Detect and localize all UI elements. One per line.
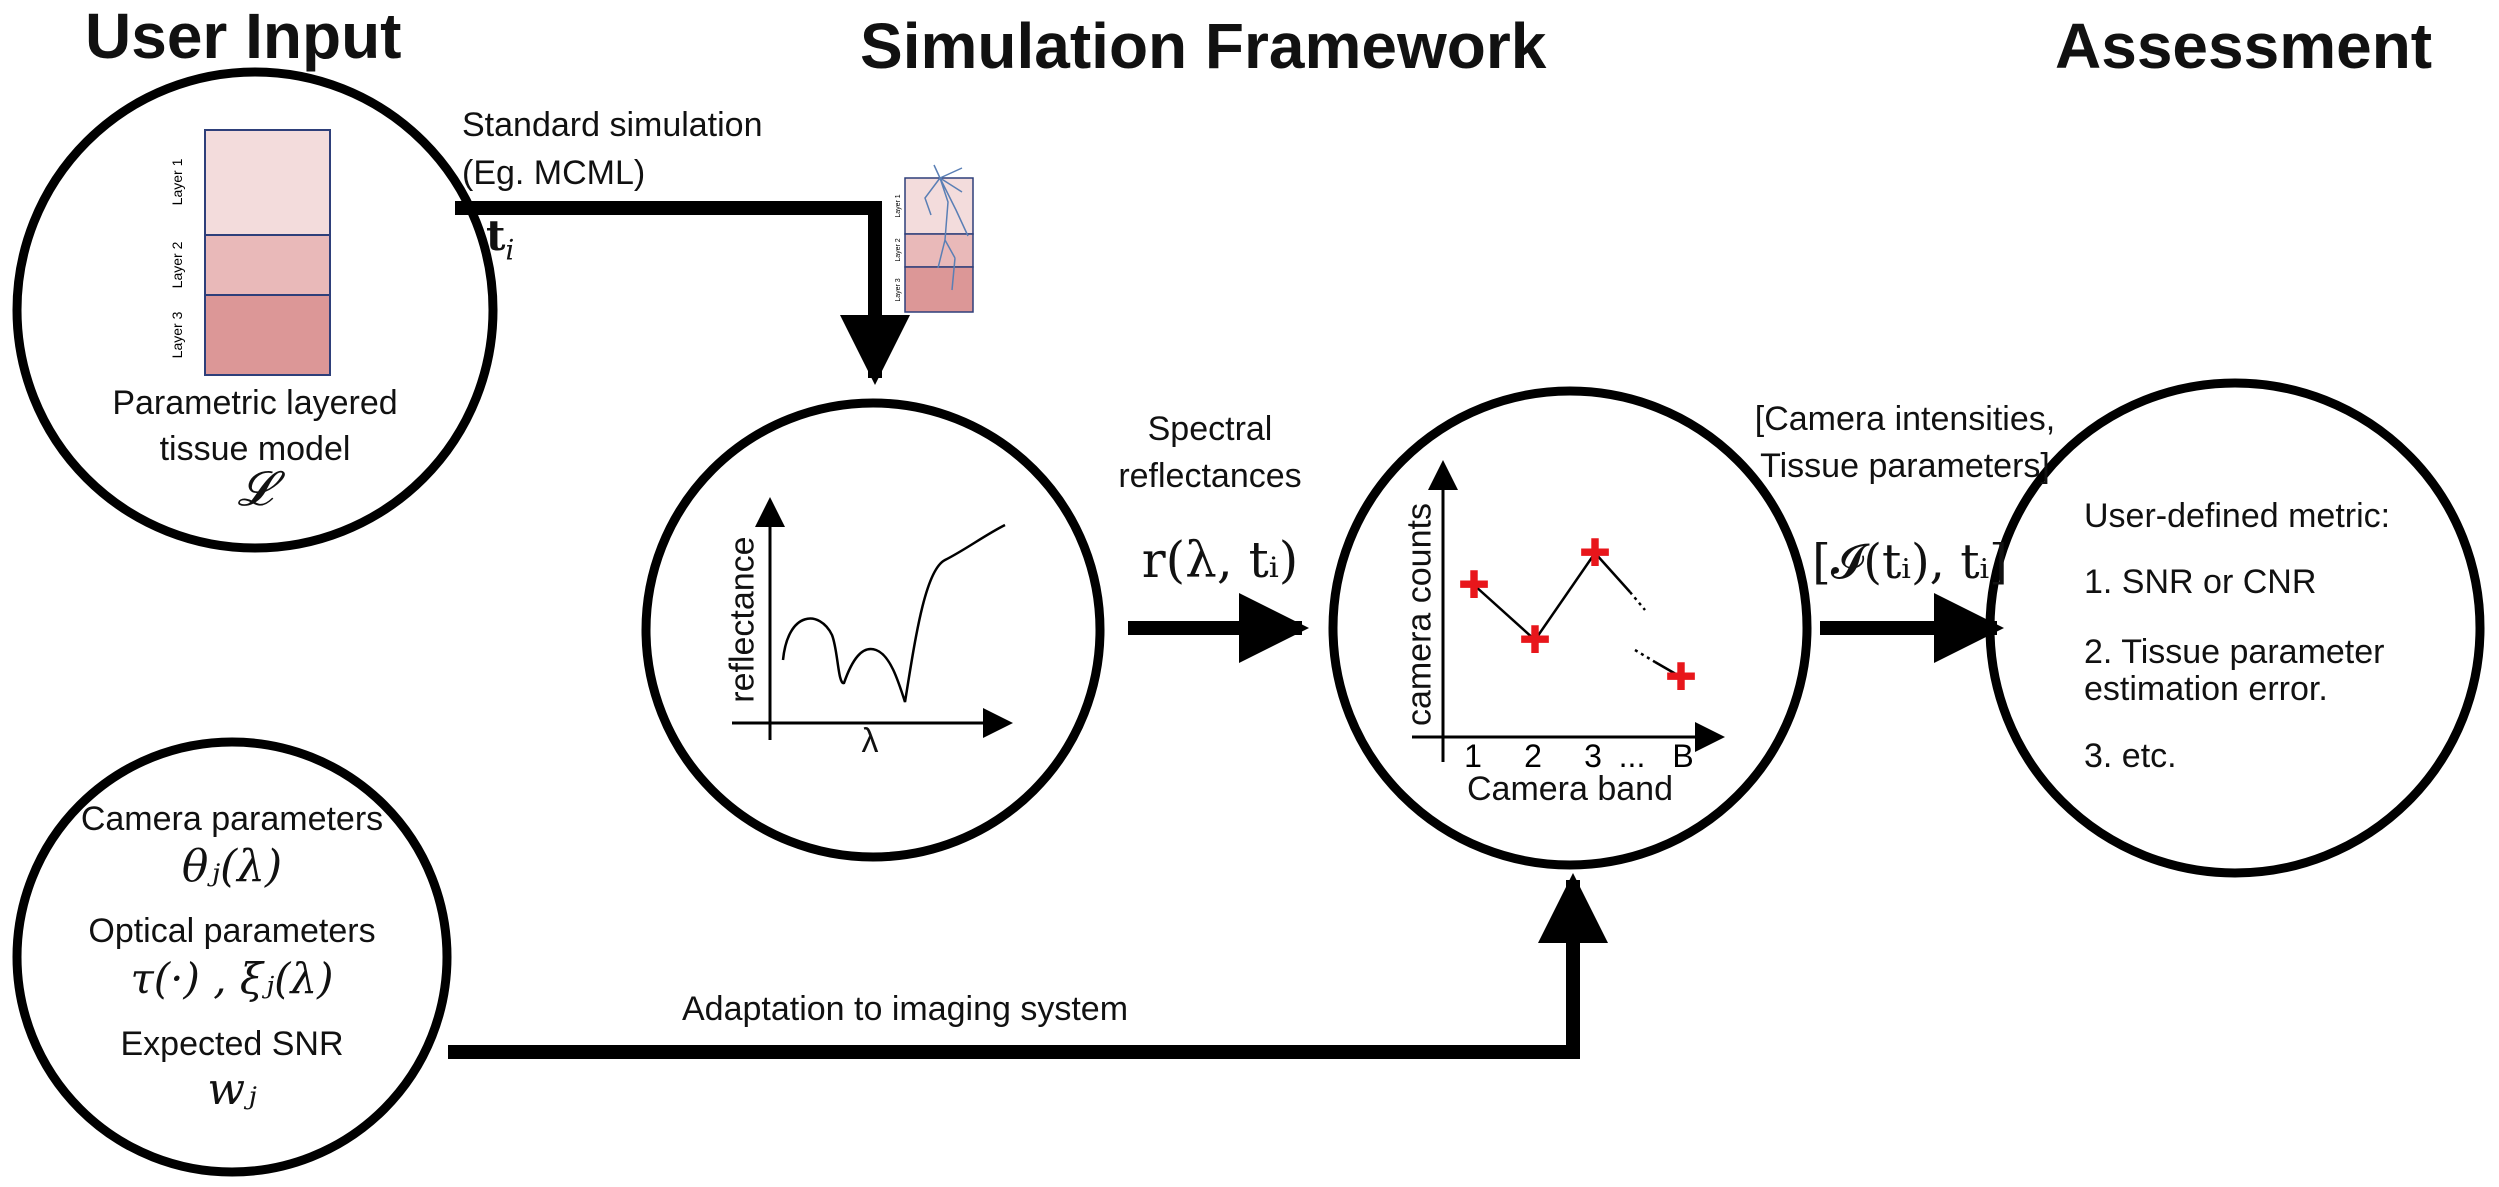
simulation-param-t: t <box>486 211 506 260</box>
adaptation-label: Adaptation to imaging system <box>682 990 1129 1028</box>
snr-symbol: wⱼ <box>207 1064 257 1115</box>
camera-data-point: ✚ <box>1519 618 1551 662</box>
thumb-layer-2: Layer 2 <box>895 238 902 261</box>
header-user-input: User Input <box>85 0 402 72</box>
camera-circle <box>1328 386 1812 870</box>
camera-data-point: ✚ <box>1579 531 1611 575</box>
simulation-param-sub: i <box>505 233 515 267</box>
reflectance-xlabel: λ <box>861 722 879 760</box>
spectral-label-2: reflectances <box>1118 457 1302 495</box>
reflectance-ylabel: reflectance <box>723 536 762 703</box>
tissue-model-label-2: tissue model <box>159 430 351 468</box>
camera-series-segment <box>1473 584 1536 641</box>
snr-label: Expected SNR <box>120 1025 344 1063</box>
layer-3-label: Layer 3 <box>169 311 185 358</box>
adaptation-arrow <box>448 873 1608 1059</box>
assessment-circle <box>1985 378 2485 878</box>
camera-data-point: ✚ <box>1458 563 1490 607</box>
simulation-label-1: Standard simulation <box>462 106 763 144</box>
header-assessment: Assessment <box>2055 10 2433 82</box>
assessment-item-1: 1. SNR or CNR <box>2084 563 2317 601</box>
camera-arrow-formula: [𝓘(tᵢ), tᵢ] <box>1812 534 2008 590</box>
assessment-item-3: estimation error. <box>2084 670 2328 708</box>
assessment-title: User-defined metric: <box>2084 497 2391 535</box>
optical-params-label: Optical parameters <box>88 912 376 950</box>
layer-2-label: Layer 2 <box>169 241 185 288</box>
photon-paths <box>924 164 969 291</box>
simulation-label-2: (Eg. MCML) <box>462 154 646 192</box>
thumb-layer-1: Layer 1 <box>895 194 902 217</box>
camera-arrow-label-1: [Camera intensities, <box>1754 400 2056 438</box>
camera-series-continuation <box>1654 660 1682 679</box>
camera-params-circle <box>12 737 452 1177</box>
assessment-item-2: 2. Tissue parameter <box>2084 633 2385 671</box>
camera-data-point: ✚ <box>1665 655 1697 699</box>
layer-2-rect <box>204 234 331 296</box>
spectral-formula: r(λ, tᵢ) <box>1141 531 1299 589</box>
layer-1-rect <box>204 129 331 236</box>
simulation-arrow <box>455 201 910 385</box>
reflectance-circle <box>641 398 1105 862</box>
camera-tick-label: 3 <box>1584 738 1602 774</box>
layer-1-label: Layer 1 <box>169 158 185 205</box>
camera-series-segment <box>1533 552 1597 641</box>
reflectance-curve <box>781 523 1006 703</box>
camera-tick-label: 2 <box>1524 738 1542 774</box>
camera-params-label: Camera parameters <box>80 800 384 838</box>
camera-tick-label: ... <box>1619 738 1646 774</box>
camera-arrow-label-2: Tissue parameters] <box>1760 447 2050 485</box>
thumb-layer-3: Layer 3 <box>895 278 902 301</box>
camera-series-dots-2 <box>1634 648 1656 664</box>
camera-tick-label: B <box>1672 738 1693 774</box>
mcml-thumbnail: Layer 1 Layer 2 Layer 3 <box>895 164 974 313</box>
simulation-param: ti <box>486 211 515 267</box>
camera-xlabel: Camera band <box>1466 770 1673 808</box>
camera-tick-label: 1 <box>1464 738 1482 774</box>
camera-series: 1 2 3... B ✚ ✚ ✚ ✚ <box>1458 531 1697 774</box>
camera-series-continuation <box>1594 552 1631 593</box>
tissue-model-circle <box>12 67 498 553</box>
optical-params-symbol: τ(·) , ξⱼ(λ) <box>130 954 334 1003</box>
assessment-item-4: 3. etc. <box>2084 737 2177 775</box>
camera-series-dots-1 <box>1629 591 1646 611</box>
layer-3-rect <box>204 294 331 376</box>
camera-ylabel: camera counts <box>1400 503 1439 727</box>
tissue-model-symbol: 𝓛 <box>237 461 273 517</box>
spectral-label-1: Spectral <box>1147 410 1273 448</box>
camera-params-symbol: θⱼ(λ) <box>181 841 283 892</box>
tissue-model-label-1: Parametric layered <box>112 384 398 422</box>
header-simulation-framework: Simulation Framework <box>860 10 1547 82</box>
